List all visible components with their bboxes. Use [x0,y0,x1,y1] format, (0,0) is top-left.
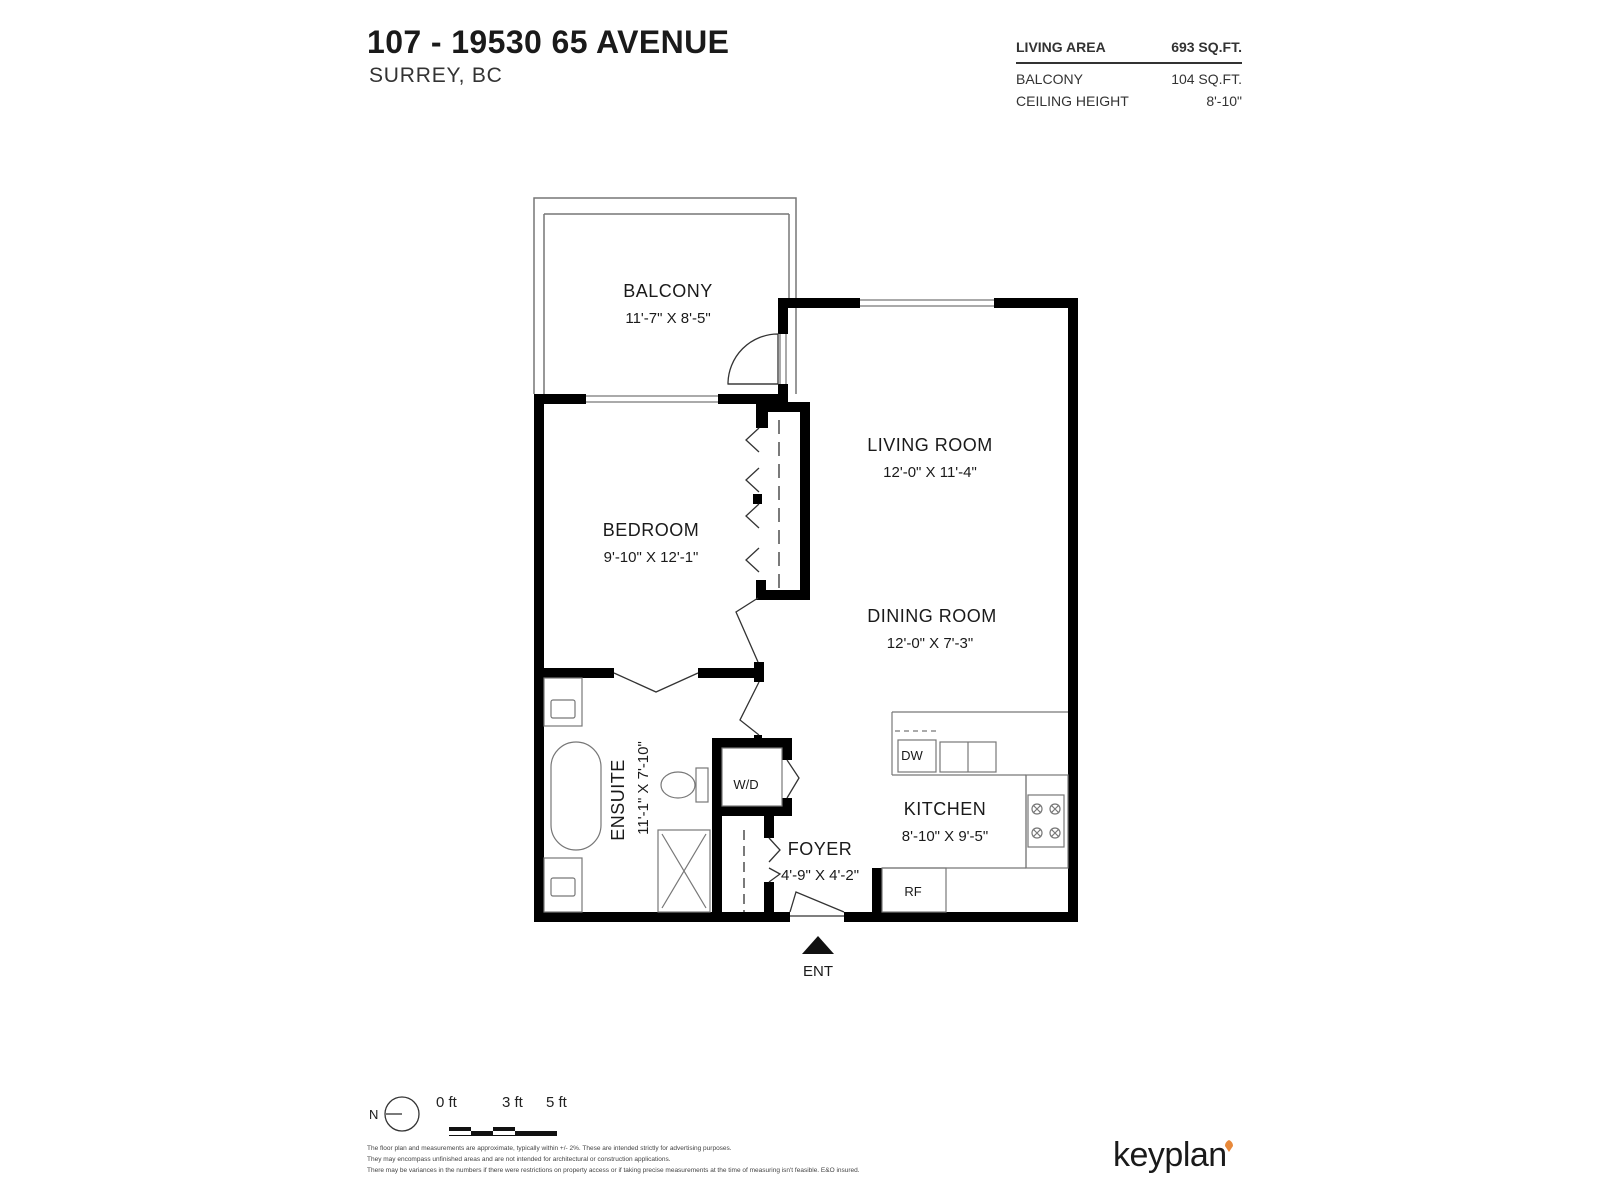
entrance-label: ENT [803,963,833,980]
bedroom-name: BEDROOM [603,520,700,540]
disclaimer-line: They may encompass unfinished areas and … [367,1156,671,1163]
kitchen-counters [881,711,1069,913]
living-area-value: 693 SQ.FT. [1171,39,1242,55]
living-room-name: LIVING ROOM [867,435,993,455]
bedroom-dims: 9'-10" X 12'-1" [604,549,699,566]
city-subtitle: SURREY, BC [369,64,503,87]
living-area-row: LIVING AREA 693 SQ.FT. [1016,36,1242,64]
disclaimer-line: There may be variances in the numbers if… [367,1167,860,1174]
brand-leaf-icon [1225,1140,1233,1152]
dishwasher-label: DW [901,748,923,763]
balcony-area-row: BALCONY 104 SQ.FT. [1016,68,1242,90]
living-area-label: LIVING AREA [1016,39,1106,55]
scale-bar [449,1127,557,1136]
living-room-dims: 12'-0" X 11'-4" [883,464,977,481]
ceiling-height-row: CEILING HEIGHT 8'-10" [1016,90,1242,112]
balcony-area-label: BALCONY [1016,71,1083,87]
fridge-label: RF [904,884,921,899]
disclaimer: The floor plan and measurements are appr… [367,1143,927,1176]
scale-label-three: 3 ft [502,1094,523,1111]
ensuite-dims: 11'-1" X 7'-10" [635,741,652,835]
balcony-name: BALCONY [623,281,713,301]
foyer-dims: 4'-9" X 4'-2" [781,867,859,884]
scale-label-five: 5 ft [546,1094,567,1111]
area-summary-table: LIVING AREA 693 SQ.FT. BALCONY 104 SQ.FT… [1016,36,1242,112]
ceiling-height-value: 8'-10" [1206,93,1242,109]
walls [534,298,1078,922]
washer-dryer-label: W/D [733,777,758,792]
balcony-area-value: 104 SQ.FT. [1171,71,1242,87]
ensuite-fixtures [543,677,783,913]
dining-room-dims: 12'-0" X 7'-3" [887,635,973,652]
address-title: 107 - 19530 65 AVENUE [367,24,730,60]
brand-logo: keyplan [1113,1136,1227,1174]
compass-north-label: N [369,1107,378,1122]
disclaimer-line: The floor plan and measurements are appr… [367,1145,732,1152]
scale-label-zero: 0 ft [436,1094,457,1111]
kitchen-name: KITCHEN [904,799,987,819]
ensuite-name: ENSUITE [608,759,628,841]
windows [586,299,994,403]
kitchen-dims: 8'-10" X 9'-5" [902,828,988,845]
entrance-arrow-icon [802,936,834,954]
balcony-outline [533,197,797,394]
foyer-name: FOYER [788,839,853,859]
balcony-dims: 11'-7" X 8'-5" [625,310,710,327]
compass-icon [384,1096,420,1132]
dining-room-name: DINING ROOM [867,606,997,626]
doors [613,333,845,917]
ceiling-height-label: CEILING HEIGHT [1016,93,1129,109]
